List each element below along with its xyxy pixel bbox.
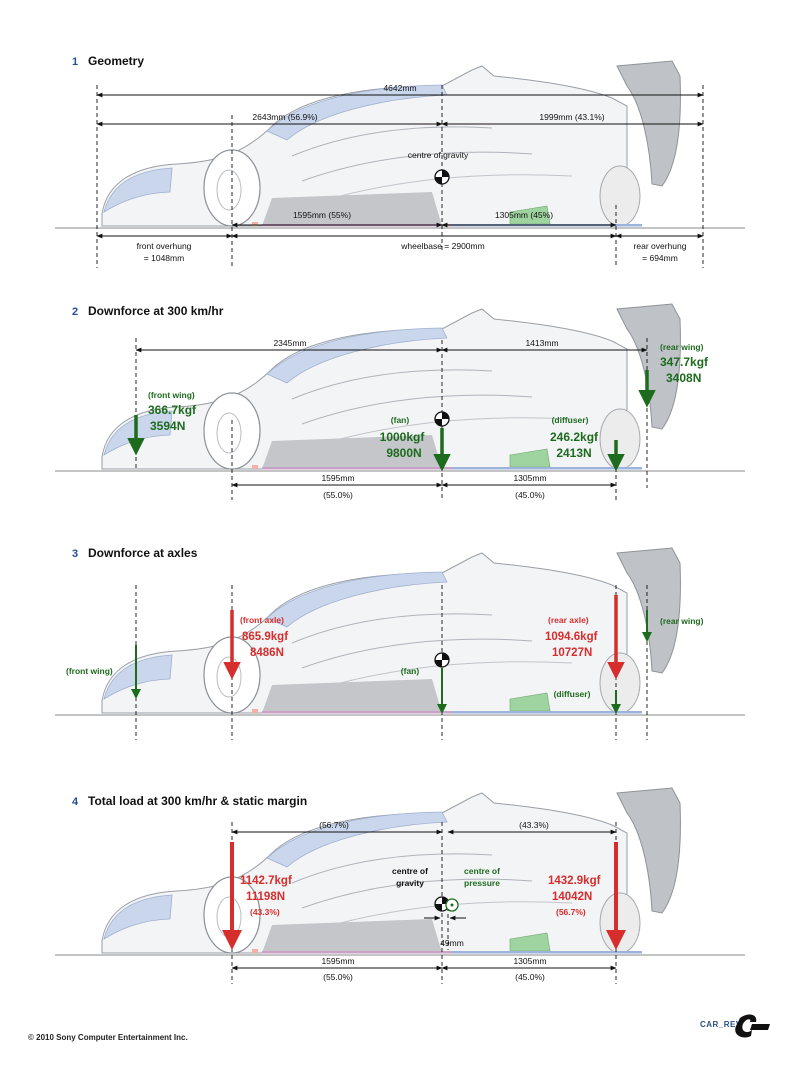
diffuser-label-2: (diffuser) — [552, 415, 589, 425]
front-wing-n-2: 3594N — [150, 419, 185, 433]
cog-marker-2 — [434, 411, 450, 427]
rear-axle-kgf-3: 1094.6kgf — [545, 631, 598, 643]
rear-axle-dist-label-4: 1305mm — [513, 956, 546, 966]
front-axle-dist-label-1: 1595mm (55%) — [293, 210, 351, 220]
cog-label-4b: gravity — [396, 878, 424, 888]
gt-logo-icon — [735, 1014, 757, 1038]
front-wing-label-3: (front wing) — [66, 666, 113, 676]
wheelbase-label: wheelbase = 2900mm — [400, 241, 484, 251]
cog-label-1: centre of gravity — [408, 150, 469, 160]
front-kgf-4: 1142.7kgf — [240, 875, 292, 887]
logo-text: CAR_REV — [700, 1020, 742, 1029]
fan-n-2: 9800N — [386, 446, 421, 460]
front-n-4: 11198N — [246, 891, 285, 903]
rear-wing-n-2: 3408N — [666, 371, 701, 385]
front-overhang-label-1: front overhung — [137, 241, 192, 251]
rear-wing-label-2: (rear wing) — [660, 342, 704, 352]
rear-overhang-label-2: = 694mm — [642, 253, 678, 263]
rear-split-label: 1999mm (43.1%) — [539, 112, 604, 122]
front-load-pct-4: (43.3%) — [250, 907, 280, 917]
overall-length-label: 4642mm — [383, 83, 416, 93]
cog-marker-1 — [434, 169, 450, 185]
diffuser-label-3: (diffuser) — [554, 689, 591, 699]
gt-logo-bar-icon — [750, 1024, 770, 1030]
fan-label-2: (fan) — [391, 415, 410, 425]
rear-axle-pct-label-2: (45.0%) — [515, 490, 545, 500]
front-axle-label-3: (front axle) — [240, 615, 284, 625]
rear-axle-dist-label-2: 1305mm — [513, 473, 546, 483]
section-1-number: 1 — [72, 56, 78, 68]
rear-pct-label-4: (43.3%) — [519, 820, 549, 830]
margin-label-4: 49mm — [440, 938, 464, 948]
front-axle-dist-label-2: 1595mm — [321, 473, 354, 483]
front-axle-kgf-3: 865.9kgf — [242, 631, 288, 643]
rear-overhang-label-1: rear overhung — [634, 241, 687, 251]
car-revs-logo: CAR_REV — [700, 1014, 770, 1038]
front-wing-label-2: (front wing) — [148, 390, 195, 400]
rear-dist-label-2: 1413mm — [525, 338, 558, 348]
rear-wing-kgf-2: 347.7kgf — [660, 355, 709, 369]
copyright-text: © 2010 Sony Computer Entertainment Inc. — [28, 1033, 188, 1042]
front-split-label: 2643mm (56.9%) — [252, 112, 317, 122]
section-total-load: 4 Total load at 300 km/hr & static margi… — [55, 787, 745, 984]
section-geometry: 1 Geometry 4642mm 2643mm (56.9%) 1999mm … — [55, 54, 745, 268]
section-3-title: Downforce at axles — [88, 546, 198, 560]
rear-axle-pct-label-4: (45.0%) — [515, 972, 545, 982]
rear-wing-label-3: (rear wing) — [660, 616, 704, 626]
section-downforce-300: 2 Downforce at 300 km/hr 2345mm 1413mm (… — [55, 303, 745, 500]
front-pct-label-4: (56.7%) — [319, 820, 349, 830]
section-2-number: 2 — [72, 306, 78, 318]
rear-kgf-4: 1432.9kgf — [548, 875, 601, 887]
rear-axle-dist-label-1: 1305mm (45%) — [495, 210, 553, 220]
front-wing-kgf-2: 366.7kgf — [148, 403, 197, 417]
cog-marker-3 — [434, 652, 450, 668]
rear-axle-label-3: (rear axle) — [548, 615, 589, 625]
front-axle-dist-label-4: 1595mm — [321, 956, 354, 966]
section-4-number: 4 — [72, 796, 79, 808]
front-axle-n-3: 8486N — [250, 647, 284, 659]
rear-load-pct-4: (56.7%) — [556, 907, 586, 917]
section-4-title: Total load at 300 km/hr & static margin — [88, 794, 307, 808]
cop-label-4a: centre of — [464, 866, 500, 876]
section-1-title: Geometry — [88, 54, 144, 68]
rear-n-4: 14042N — [552, 891, 592, 903]
front-overhang-label-2: = 1048mm — [144, 253, 184, 263]
section-downforce-axles: 3 Downforce at axles (front axle) 865.9k… — [55, 546, 745, 740]
rear-axle-n-3: 10727N — [552, 647, 592, 659]
section-2-title: Downforce at 300 km/hr — [88, 304, 224, 318]
cop-marker-dot-4 — [450, 903, 454, 907]
front-axle-pct-label-4: (55.0%) — [323, 972, 353, 982]
front-dist-label-2: 2345mm — [273, 338, 306, 348]
diffuser-kgf-2: 246.2kgf — [550, 430, 599, 444]
diffuser-n-2: 2413N — [556, 446, 591, 460]
fan-label-3: (fan) — [401, 666, 420, 676]
fan-kgf-2: 1000kgf — [380, 430, 426, 444]
section-3-number: 3 — [72, 548, 78, 560]
car-silhouette-2 — [101, 303, 682, 471]
cog-label-4a: centre of — [392, 866, 428, 876]
front-axle-pct-label-2: (55.0%) — [323, 490, 353, 500]
cop-label-4b: pressure — [464, 878, 500, 888]
